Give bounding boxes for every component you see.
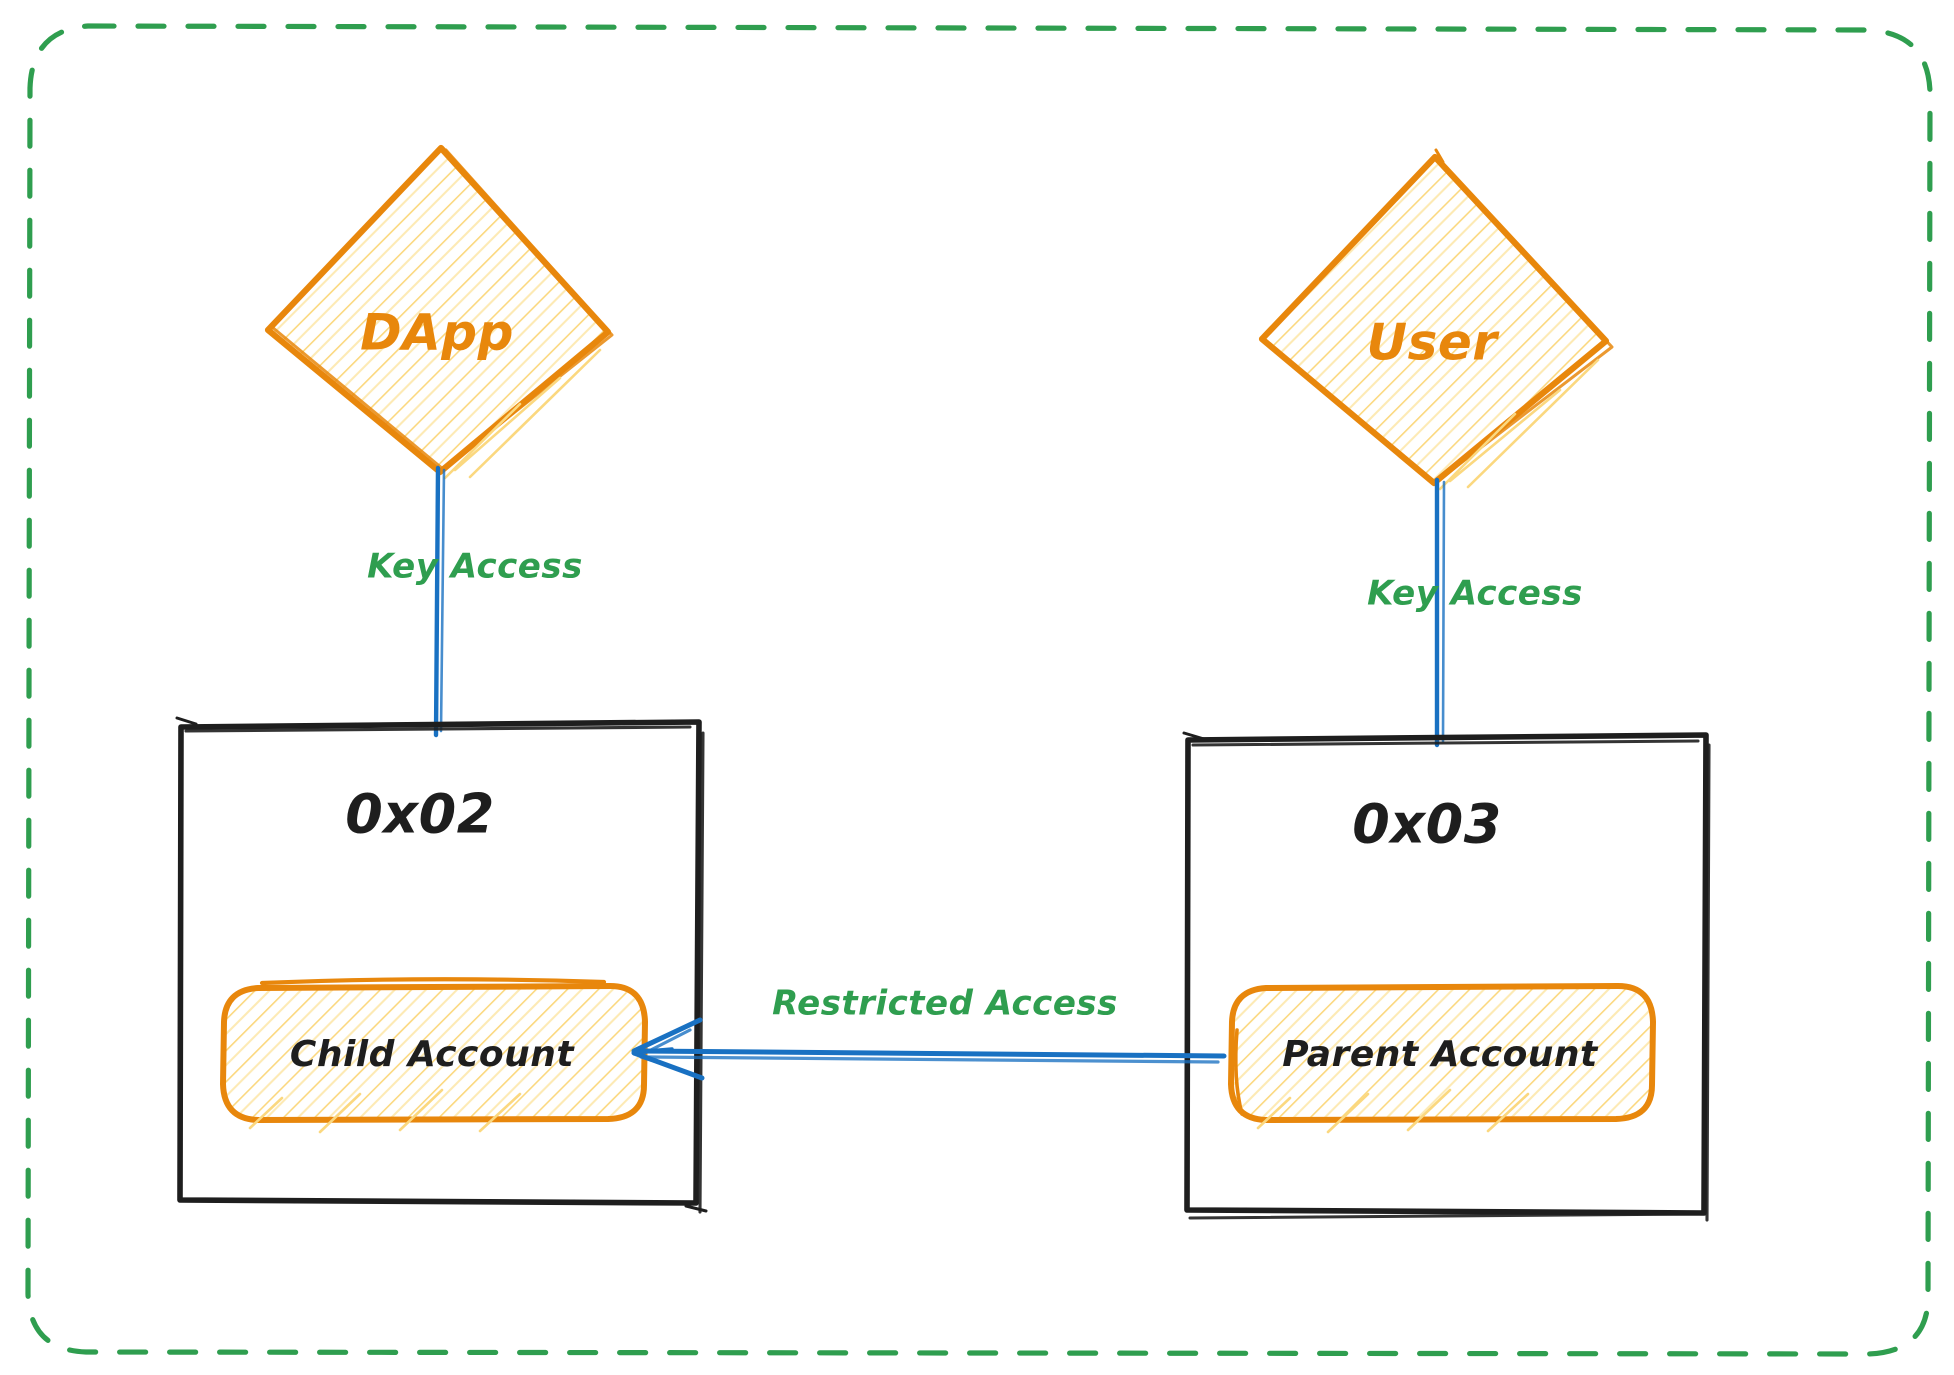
node-parent-account-label: Parent Account <box>1282 1034 1599 1075</box>
node-parent-box[interactable]: 0x03 <box>1182 731 1711 1222</box>
node-child-box-label: 0x02 <box>345 783 495 846</box>
edge-label-key-access-dapp: Key Access <box>367 547 583 587</box>
node-parent-account[interactable]: Parent Account <box>1228 983 1656 1134</box>
edge-parent-to-child[interactable] <box>631 1017 1227 1081</box>
node-user-label: User <box>1367 314 1501 372</box>
node-dapp-label: DApp <box>360 304 514 362</box>
edge-dapp-to-child[interactable] <box>433 465 446 738</box>
node-child-account[interactable]: Child Account <box>220 977 648 1134</box>
node-dapp[interactable]: DApp <box>264 144 614 480</box>
edge-label-key-access-user: Key Access <box>1367 574 1583 614</box>
node-child-account-label: Child Account <box>290 1034 575 1075</box>
edge-user-to-parent[interactable] <box>1434 477 1446 748</box>
edge-label-restricted-access: Restricted Access <box>772 984 1118 1024</box>
node-child-box[interactable]: 0x02 <box>175 716 708 1214</box>
node-user[interactable]: User <box>1258 148 1614 491</box>
boundary-frame <box>25 23 1933 1357</box>
node-parent-box-label: 0x03 <box>1352 793 1502 856</box>
